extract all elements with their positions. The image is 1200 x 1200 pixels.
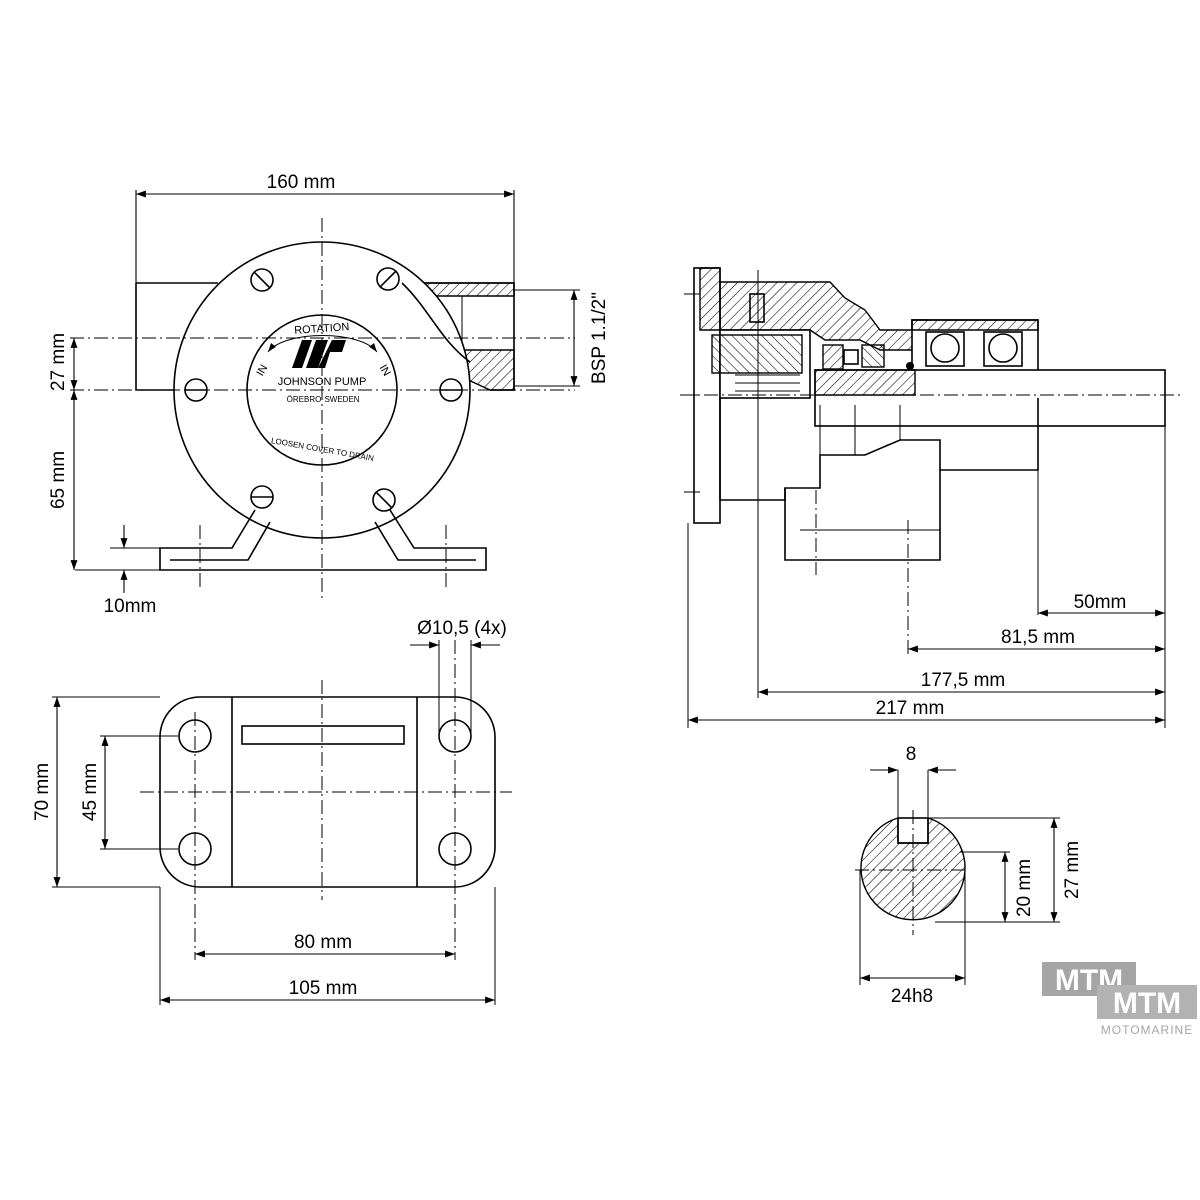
- cover-screw: [376, 267, 400, 291]
- plate-rotation: ROTATION: [294, 321, 350, 337]
- plate-country: SWEDEN: [324, 395, 359, 404]
- dim-80: 80 mm: [294, 932, 352, 953]
- dim-65: 65 mm: [48, 451, 69, 509]
- dim-217: 217 mm: [876, 698, 945, 719]
- dim-key-27: 27 mm: [1062, 841, 1083, 899]
- watermark-name: MOTOMARINE: [1101, 1023, 1193, 1037]
- plate-city: ÖREBRO: [287, 395, 322, 404]
- dim-key-8: 8: [906, 744, 917, 765]
- dim-10: 10mm: [104, 596, 157, 617]
- dim-hole: Ø10,5 (4x): [417, 618, 507, 639]
- front-view: ROTATION IN IN JOHNSON PUMP ÖREBRO SWEDE…: [70, 218, 575, 600]
- watermark-logo-2: MTM: [1113, 987, 1181, 1020]
- dim-81-5: 81,5 mm: [1001, 627, 1075, 648]
- dim-105: 105 mm: [289, 978, 358, 999]
- cover-screw: [250, 485, 274, 509]
- cover-screw: [372, 488, 396, 512]
- plate-in-right: IN: [377, 363, 393, 379]
- dim-160: 160 mm: [267, 172, 336, 193]
- side-section-view: [680, 267, 1180, 728]
- plate-in-left: IN: [254, 363, 270, 379]
- dim-24h8: 24h8: [891, 986, 933, 1007]
- dim-70: 70 mm: [32, 763, 53, 821]
- cover-screw: [250, 268, 274, 292]
- motomarine-watermark: MTM MTM MOTOMARINE: [1042, 962, 1197, 1037]
- shaft-cross-section: [855, 770, 1060, 985]
- dim-key-20: 20 mm: [1014, 859, 1035, 917]
- dim-45: 45 mm: [80, 763, 101, 821]
- dim-50: 50mm: [1074, 592, 1127, 613]
- dim-27: 27 mm: [48, 333, 69, 391]
- side-dimensions: 50mm 81,5 mm 177,5 mm 217 mm: [688, 592, 1165, 724]
- dim-177-5: 177,5 mm: [921, 670, 1005, 691]
- base-dimensions: Ø10,5 (4x) 70 mm 45 mm 80 mm 105 mm: [32, 618, 507, 1004]
- front-dimensions: 160 mm BSP 1.1/2" 27 mm 65 mm 10mm: [48, 172, 610, 617]
- shaft-dimensions: 8 27 mm 20 mm 24h8: [860, 744, 1083, 1007]
- dim-bsp: BSP 1.1/2": [589, 292, 610, 384]
- base-plan-view: [52, 640, 512, 1005]
